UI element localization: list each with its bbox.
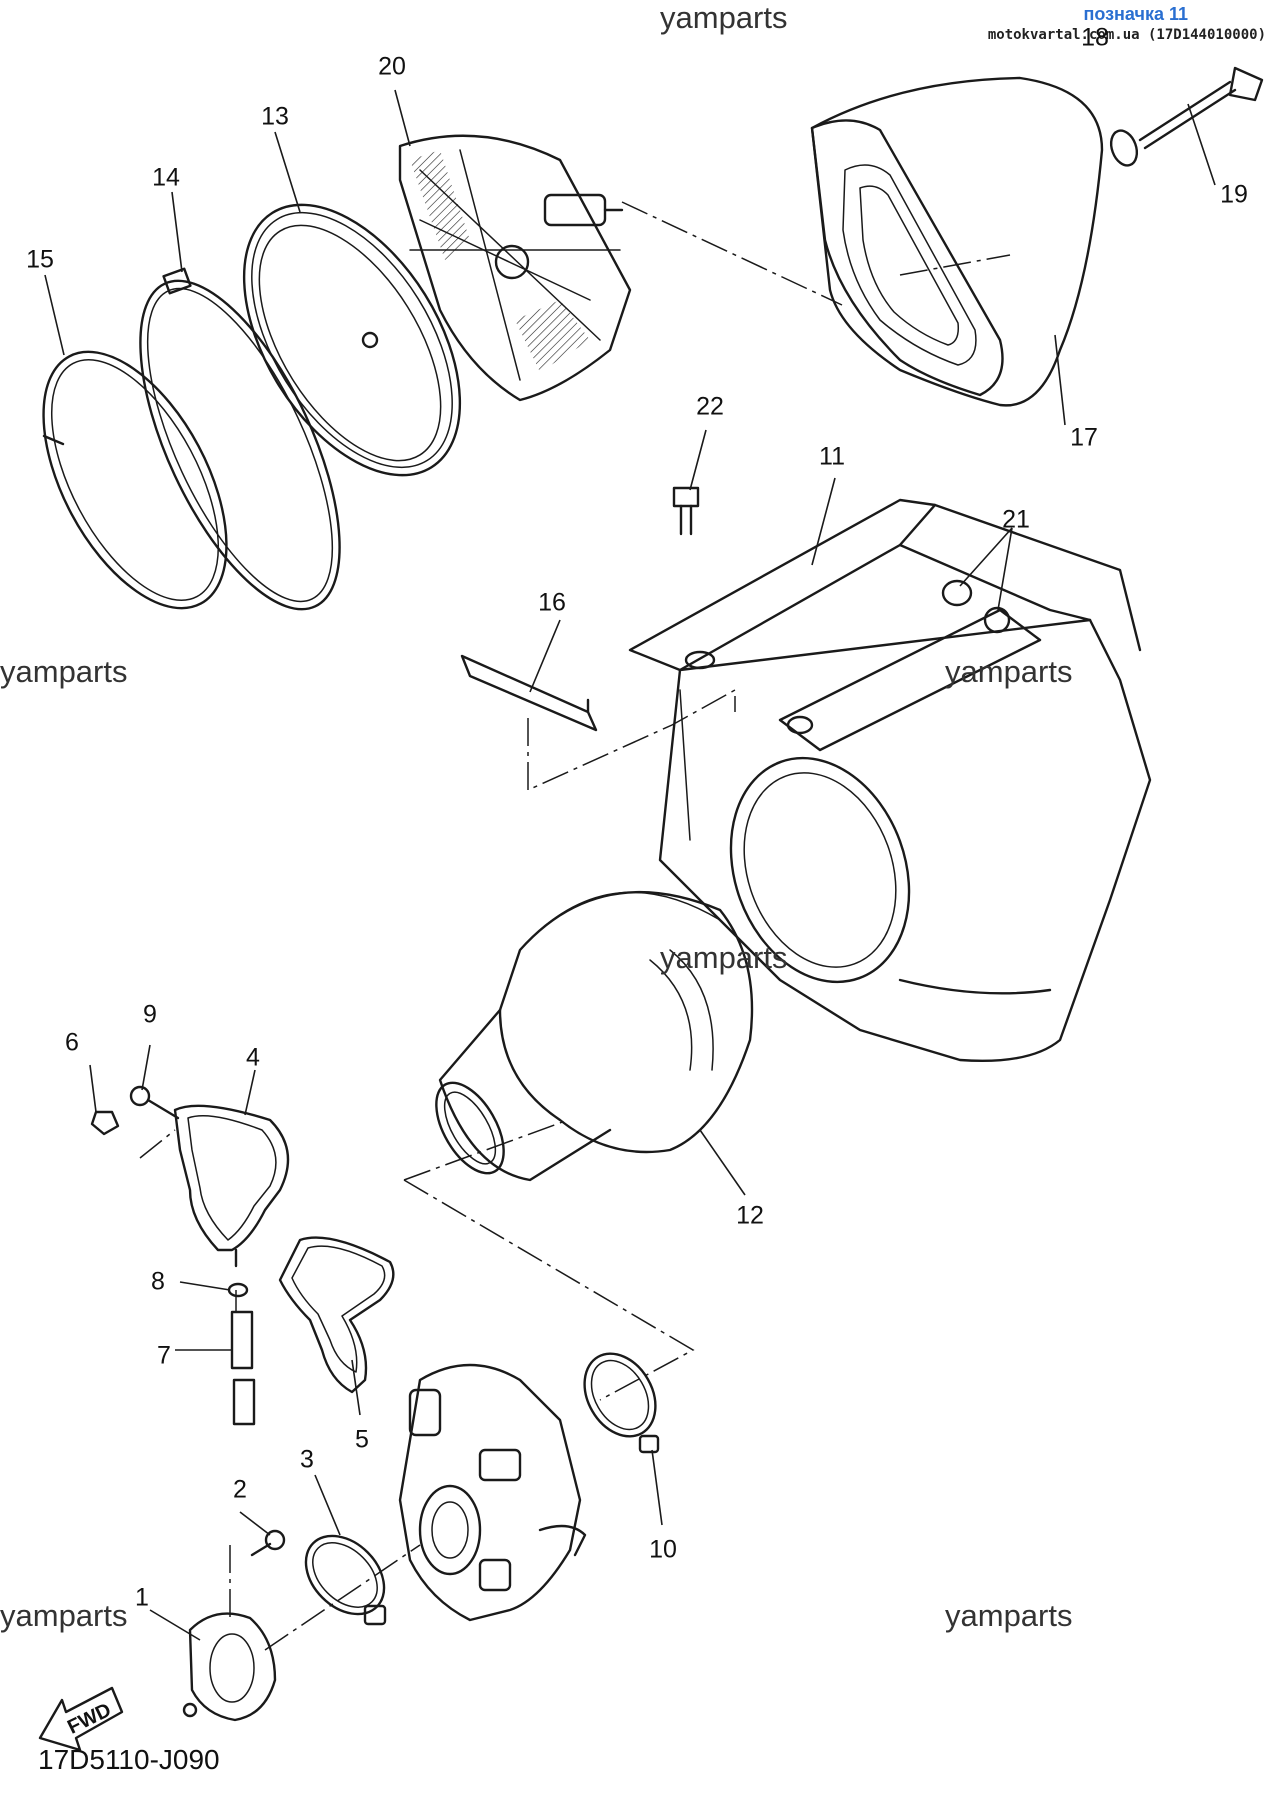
part-9-screw: [129, 1085, 180, 1120]
callout-7: 7: [157, 1341, 171, 1370]
callout-8: 8: [151, 1267, 165, 1296]
callout-2: 2: [233, 1475, 247, 1504]
watermark: yamparts: [0, 654, 128, 689]
callout-20: 20: [378, 52, 406, 81]
callout-13: 13: [261, 102, 289, 131]
part-18-washer: [1109, 129, 1139, 167]
part-10-clamp: [583, 1352, 660, 1454]
callout-14: 14: [152, 163, 180, 192]
part-19-bolt: [1138, 66, 1264, 150]
callout-10: 10: [649, 1535, 677, 1564]
part-4-cover: [173, 1104, 290, 1268]
part-7-hose: [230, 1310, 256, 1426]
leader-lines: [44, 89, 1216, 1641]
part-20-filter-guide: [398, 134, 632, 402]
callout-5: 5: [355, 1425, 369, 1454]
part-6-clip: [90, 1110, 120, 1136]
tag-label: позначка 11: [1083, 4, 1188, 24]
diagram-reference-code: 17D5110-J090: [38, 1744, 220, 1775]
callout-21: 21: [1002, 505, 1030, 534]
part-3-clamp: [304, 1534, 387, 1626]
watermark: yamparts: [660, 940, 788, 975]
part-22-bolt: [672, 486, 700, 536]
part-2-screw: [250, 1529, 286, 1557]
alignment-lines: [139, 201, 1011, 1651]
callout-6: 6: [65, 1028, 79, 1057]
callout-17: 17: [1070, 423, 1098, 452]
watermark: yamparts: [660, 0, 788, 35]
callout-4: 4: [246, 1043, 260, 1072]
part-21-grommets: [941, 579, 1011, 634]
part-11-air-box: [628, 498, 1152, 1063]
callout-3: 3: [300, 1445, 314, 1474]
fwd-label: FWD: [64, 1699, 115, 1739]
site-label: motokvartal.com.ua (17D144010000): [987, 27, 1266, 43]
part-5-gasket: [278, 1236, 395, 1394]
callout-15: 15: [26, 245, 54, 274]
part-12-joint: [435, 890, 754, 1182]
watermark: yamparts: [945, 1598, 1073, 1633]
part-1-joint: [182, 1612, 277, 1722]
callout-11: 11: [819, 442, 845, 471]
part-13-filter-cap: [242, 203, 462, 477]
carburetor-body: [398, 1363, 587, 1622]
callout-22: 22: [696, 392, 724, 421]
part-15-ring: [42, 350, 228, 610]
fwd-arrow-icon: FWD: [38, 1686, 124, 1752]
part-17-filter-element: [810, 76, 1104, 407]
watermark: yamparts: [945, 654, 1073, 689]
callout-12: 12: [736, 1201, 764, 1230]
watermark: yamparts: [0, 1598, 128, 1633]
callout-1: 1: [135, 1583, 149, 1612]
callout-9: 9: [143, 1000, 157, 1029]
callout-16: 16: [538, 588, 566, 617]
part-8-o-ring: [227, 1282, 249, 1298]
callout-18: 18: [1081, 23, 1109, 52]
part-16-sponge: [460, 654, 598, 732]
callout-19: 19: [1220, 180, 1248, 209]
part-14-band: [139, 267, 341, 611]
